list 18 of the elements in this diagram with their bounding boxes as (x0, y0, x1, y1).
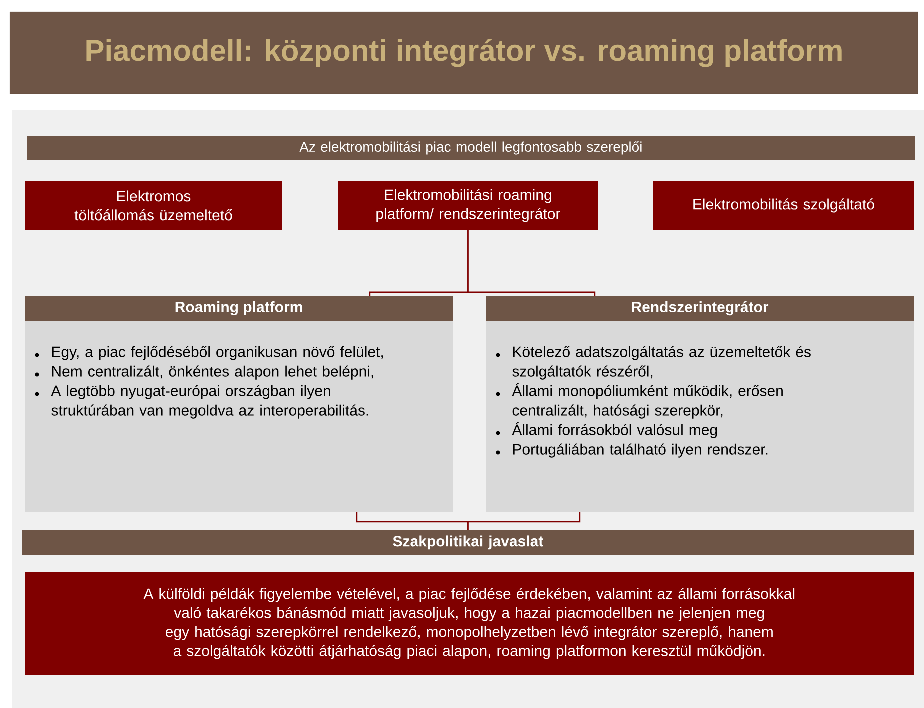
bullet-item: Egy, a piac fejlődéséből organikusan növő felület, (35, 346, 384, 360)
actor-box: Elektromobilitási roaming platform/ rendszerintegrátor (338, 181, 598, 230)
recommendation-box: A külföldi példák figyelembe vételével, a piac fejlődése érdekében, valamint az állami forrásokkal való takarékos bánásmód miatt javasoljuk, hogy a hazai piacmodellben ne jelenjen meg egy hatósági szerepkörrel rendelkező, monopolhelyzetben lévő integrátor szereplő, hanem a szolgáltatók közötti átjárhatóság piaci alapon, roaming platformon keresztül működjön. (25, 572, 914, 676)
title-banner: Piacmodell: központi integrátor vs. roaming platform (10, 12, 918, 94)
section-band: Szakpolitikai javaslat (22, 530, 914, 556)
bullet-item: Nem centralizált, önkéntes alapon lehet belépni, (35, 366, 374, 380)
bullet-item: Portugáliában található ilyen rendszer. (496, 444, 768, 458)
header-band: Az elektromobilitási piac modell legfontosabb szereplői (27, 136, 916, 160)
comparison-panel: Rendszerintegrátor Kötelező adatszolgáltatás az üzemeltetők és szolgáltatók részéről, Állami monopóliumként működik, erősen centralizált, hatósági szerepkör, Állami forrásokból valósul meg Portugáliában található ilyen rendszer. (486, 296, 914, 512)
bullet-item: A legtöbb nyugat-európai országban ilyen struktúrában van megoldva az interoperabilitás. (35, 385, 368, 419)
comparison-panel: Roaming platform Egy, a piac fejlődéséből organikusan növő felület, Nem centralizált, önkéntes alapon lehet belépni, A legtöbb nyugat-európai országban ilyen struktúrában van megoldva az interoperabilitás. (25, 296, 454, 512)
actor-box: Elektromobilitás szolgáltató (653, 181, 914, 230)
connector-line (468, 230, 596, 296)
connector-line (468, 512, 581, 530)
bullet-item: Kötelező adatszolgáltatás az üzemeltetők és szolgáltatók részéről, (496, 346, 811, 380)
bullet-item: Állami monopóliumként működik, erősen centralizált, hatósági szerepkör, (496, 383, 783, 419)
actor-box: Elektromos töltőállomás üzemeltető (25, 181, 282, 230)
bullet-item: Állami forrásokból valósul meg (496, 422, 718, 438)
